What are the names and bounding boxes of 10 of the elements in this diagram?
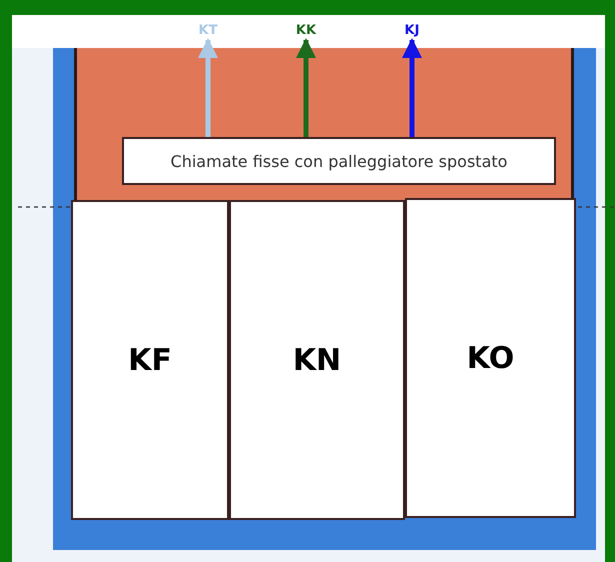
court-zone: KN — [229, 200, 405, 520]
court-zone: KF — [71, 200, 229, 520]
attack-call-label: KJ — [392, 22, 432, 40]
arrow — [198, 38, 218, 137]
arrow — [296, 38, 316, 137]
attack-call-label: KK — [286, 22, 326, 40]
court-zone: KO — [405, 198, 576, 518]
note-box: Chiamate fisse con palleggiatore spostato — [122, 137, 556, 185]
attack-call-label: KT — [188, 22, 228, 40]
arrow — [402, 38, 422, 137]
